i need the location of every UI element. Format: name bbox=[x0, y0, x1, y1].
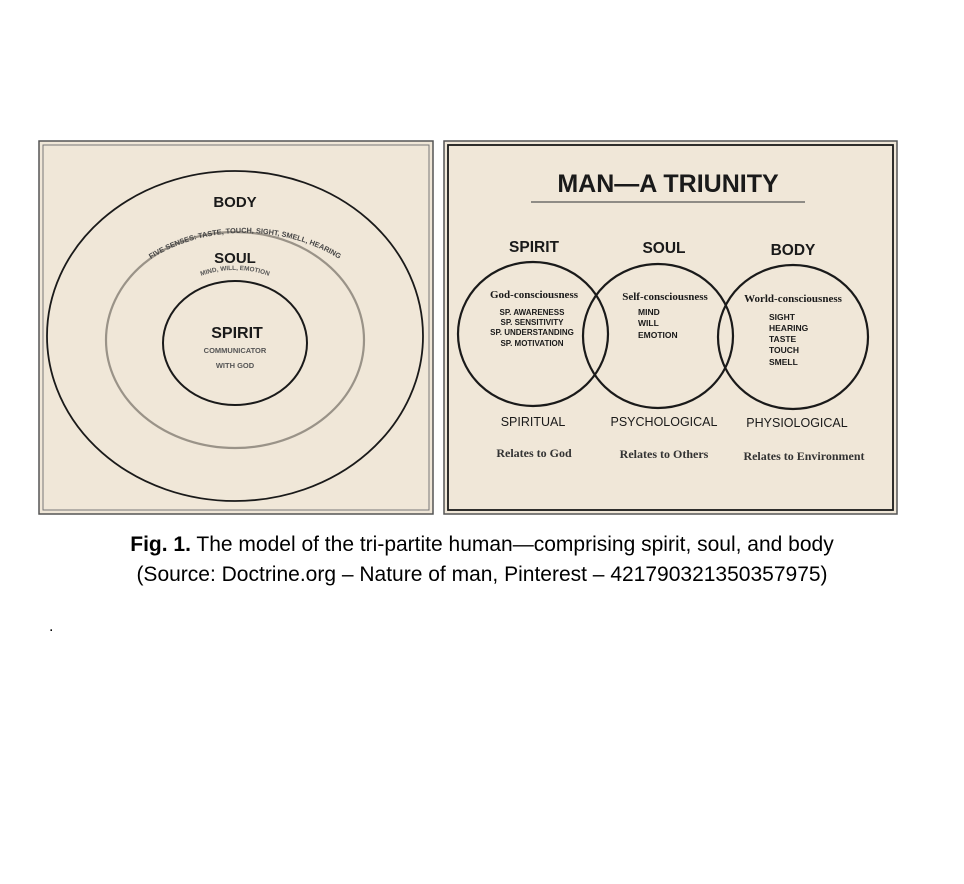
relation-body: Relates to Environment bbox=[743, 449, 864, 463]
body-item: SIGHT bbox=[769, 312, 796, 322]
body-circle bbox=[46, 170, 424, 502]
venn-circle-spirit bbox=[456, 260, 610, 408]
category-psychological: PSYCHOLOGICAL bbox=[611, 415, 718, 429]
spirit-item: SP. MOTIVATION bbox=[500, 339, 563, 348]
body-item: TASTE bbox=[769, 334, 797, 344]
consciousness-spirit: God-consciousness bbox=[490, 289, 579, 301]
relation-soul: Relates to Others bbox=[620, 447, 709, 461]
triunity-title: MAN—A TRIUNITY bbox=[557, 170, 779, 198]
heading-spirit: SPIRIT bbox=[509, 239, 559, 256]
soul-item: WILL bbox=[638, 318, 659, 328]
body-item: TOUCH bbox=[769, 345, 799, 355]
spirit-circle bbox=[162, 280, 308, 406]
consciousness-soul: Self-consciousness bbox=[622, 291, 708, 303]
spirit-desc-line2: WITH GOD bbox=[216, 361, 255, 370]
consciousness-body: World-consciousness bbox=[744, 293, 843, 305]
left-panel: BODY FIVE SENSES: TASTE, TOUCH, SIGHT, S… bbox=[38, 140, 434, 515]
right-panel: MAN—A TRIUNITY SPIRIT SOUL BODY God-cons… bbox=[443, 140, 898, 515]
figure: BODY FIVE SENSES: TASTE, TOUCH, SIGHT, S… bbox=[38, 140, 898, 515]
caption-text: The model of the tri-partite human—compr… bbox=[190, 533, 834, 556]
venn-circle-body bbox=[716, 263, 870, 411]
venn-circle-soul bbox=[581, 262, 735, 410]
soul-label: SOUL bbox=[214, 250, 256, 267]
caption-line-1: Fig. 1. The model of the tri-partite hum… bbox=[0, 530, 964, 560]
category-physiological: PHYSIOLOGICAL bbox=[746, 416, 847, 430]
heading-soul: SOUL bbox=[642, 240, 685, 257]
right-panel-inner-frame bbox=[447, 144, 894, 511]
spirit-item: SP. SENSITIVITY bbox=[501, 318, 565, 327]
right-panel-frame bbox=[443, 140, 898, 515]
category-spiritual: SPIRITUAL bbox=[501, 415, 566, 429]
soul-circle bbox=[104, 230, 366, 450]
heading-body: BODY bbox=[771, 242, 816, 259]
caption-label: Fig. 1. bbox=[130, 533, 191, 556]
figure-caption: Fig. 1. The model of the tri-partite hum… bbox=[0, 530, 964, 590]
relation-spirit: Relates to God bbox=[496, 446, 572, 460]
caption-line-2: (Source: Doctrine.org – Nature of man, P… bbox=[136, 563, 828, 586]
spirit-desc-line1: COMMUNICATOR bbox=[204, 346, 267, 355]
body-item: SMELL bbox=[769, 357, 798, 367]
soul-item: MIND bbox=[638, 307, 660, 317]
body-label: BODY bbox=[213, 194, 256, 211]
figure-svg: BODY FIVE SENSES: TASTE, TOUCH, SIGHT, S… bbox=[38, 140, 898, 515]
body-item: HEARING bbox=[769, 323, 809, 333]
soul-item: EMOTION bbox=[638, 330, 678, 340]
left-panel-frame bbox=[38, 140, 434, 515]
stray-mark: . bbox=[49, 618, 54, 635]
spirit-label: SPIRIT bbox=[211, 325, 263, 342]
spirit-item: SP. UNDERSTANDING bbox=[490, 328, 574, 337]
spirit-item: SP. AWARENESS bbox=[500, 308, 566, 317]
left-panel-inner-frame bbox=[42, 144, 430, 511]
